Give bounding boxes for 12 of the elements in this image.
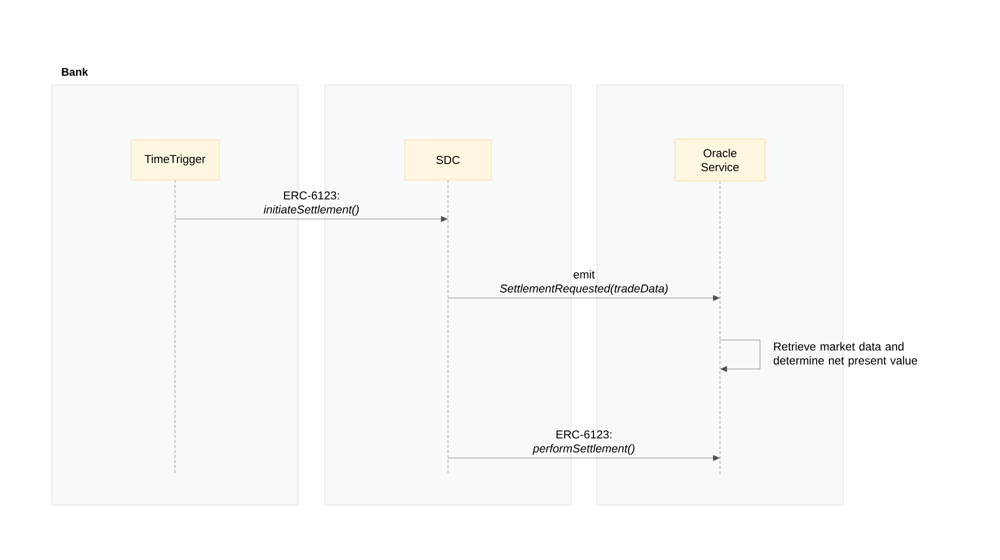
edge-label: Retrieve market data and determine net present value xyxy=(774,342,918,367)
participant-box: TimeTrigger xyxy=(130,140,220,180)
participant-box: SDC xyxy=(404,140,492,180)
arrow xyxy=(174,216,448,222)
participant-box: Oracle Service xyxy=(674,138,766,182)
edge-label: ERC-6123: performSettlement() xyxy=(532,430,634,455)
self-arrow xyxy=(720,340,760,372)
edge-label: emit SettlementRequested(tradeData) xyxy=(500,270,668,295)
edge-label: ERC-6123: initiateSettlement() xyxy=(264,191,359,216)
node-label: Bank xyxy=(62,68,88,76)
arrow xyxy=(448,295,720,301)
arrow xyxy=(448,455,720,461)
